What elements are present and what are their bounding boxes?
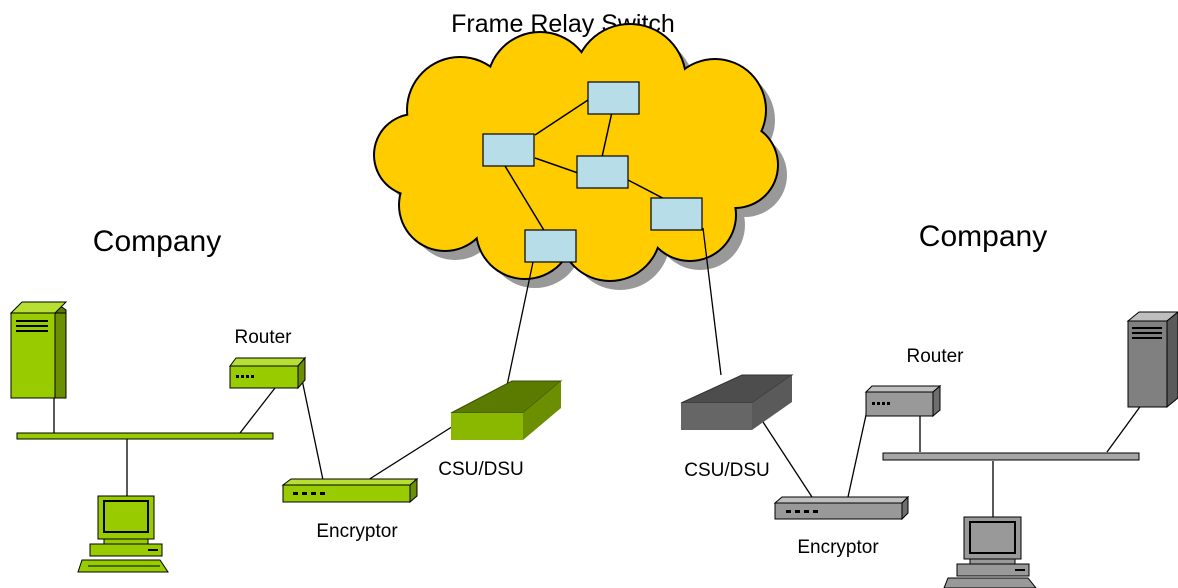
left-csu-label: CSU/DSU (438, 459, 524, 480)
router-icon (864, 384, 942, 418)
csu-dsu-box-icon (450, 380, 563, 440)
csu-dsu-box-icon (680, 374, 794, 430)
right-lan-bus (882, 452, 1140, 461)
right-links (702, 227, 1143, 517)
desktop-computer-icon (77, 495, 169, 573)
right-router-label: Router (906, 346, 964, 367)
frame-relay-switch-icon (482, 133, 535, 167)
left-router-label: Router (234, 327, 292, 348)
left-links (53, 261, 534, 497)
frame-relay-switch-icon (576, 155, 629, 189)
switches (482, 81, 703, 263)
server-tower-icon (9, 301, 68, 399)
right-encryptor-label: Encryptor (797, 537, 879, 558)
frame-relay-switch-icon (587, 81, 640, 115)
right-company-title: Company (919, 220, 1047, 253)
frame-relay-switch-icon (524, 229, 577, 263)
left-encryptor-label: Encryptor (316, 521, 398, 542)
left-company-title: Company (93, 225, 221, 258)
router-icon (229, 356, 307, 390)
encryptor-icon (281, 477, 419, 504)
right-csu-label: CSU/DSU (684, 460, 770, 481)
frame-relay-switch-icon (650, 197, 703, 231)
encryptor-icon (773, 495, 910, 521)
left-lan-bus (16, 432, 274, 440)
server-tower-icon (1126, 311, 1178, 409)
desktop-computer-icon (943, 516, 1037, 588)
